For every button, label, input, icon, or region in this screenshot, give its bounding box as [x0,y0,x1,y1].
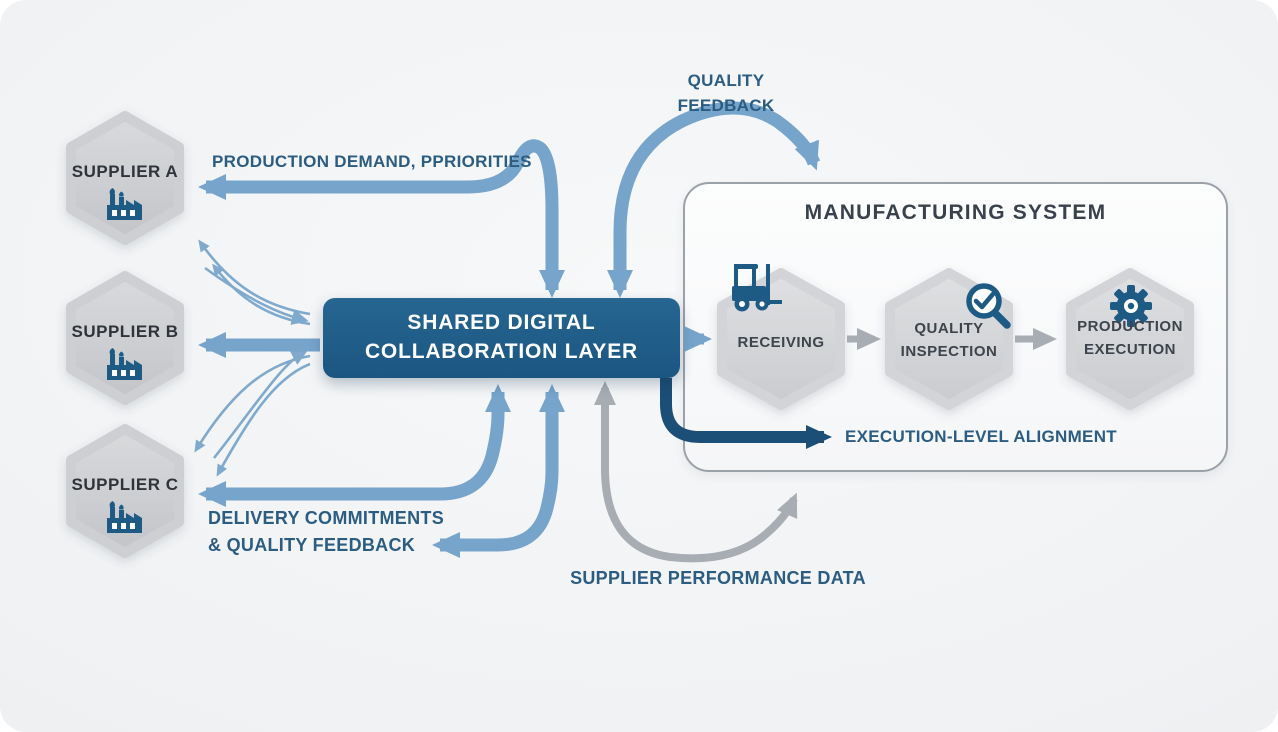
production-demand-label: PRODUCTION DEMAND, PPRIORITIES [212,152,532,171]
collaboration-layer-line1: SHARED DIGITAL [407,311,596,335]
production-execution-label: PRODUCTION EXECUTION [1077,318,1183,359]
supplier-c-hexagon [66,424,184,558]
quality-feedback-return-arrow [432,384,565,558]
execution-alignment-arrow [660,378,832,449]
manufacturing-system-title: MANUFACTURING SYSTEM [804,201,1107,224]
supplier-b-label: SUPPLIER B [71,322,179,341]
quality-feedback-line1: QUALITY [687,71,765,90]
quality-feedback-line2: FEEDBACK [677,96,775,115]
supplier-exchange-thin-arrows [194,239,311,477]
execution-alignment-label: EXECUTION-LEVEL ALIGNMENT [845,427,1117,446]
factory-icon [107,188,142,533]
supplier-b-hexagon [66,271,184,405]
supplier-performance-label: SUPPLIER PERFORMANCE DATA [570,568,866,588]
thin-arrow-to-supplier-c-1 [194,354,311,453]
production-demand-arrow [198,139,565,298]
supplier-c-label: SUPPLIER C [71,475,179,494]
receiving-label: RECEIVING [737,334,825,351]
delivery-commitments-label: DELIVERY COMMITMENTS & QUALITY FEEDBACK [208,505,444,559]
supplier-performance-arc-arrow [594,381,798,563]
supplier-a-hexagon [66,111,184,245]
magnifier-check-icon [966,283,1011,329]
thin-arrow-to-supplier-c-2 [216,362,311,477]
gear-icon [1110,285,1152,327]
quality-feedback-label: QUALITY FEEDBACK [626,68,826,118]
delivery-commitments-arrow [198,384,511,507]
quality-feedback-arc-arrow [607,101,821,298]
quality-inspection-label: QUALITY INSPECTION [900,320,998,361]
primary-flow-arrows [198,101,821,558]
delivery-commitments-line2: & QUALITY FEEDBACK [208,535,416,555]
gray-flow-arrows [594,328,1057,563]
delivery-commitments-line1: DELIVERY COMMITMENTS [208,508,445,528]
collaboration-layer-line2: COLLABORATION LAYER [364,340,639,363]
production-execution-hexagon [1066,268,1194,410]
supplier-a-label: SUPPLIER A [71,162,179,181]
collaboration-layer-box: SHARED DIGITAL COLLABORATION LAYER [323,298,680,378]
